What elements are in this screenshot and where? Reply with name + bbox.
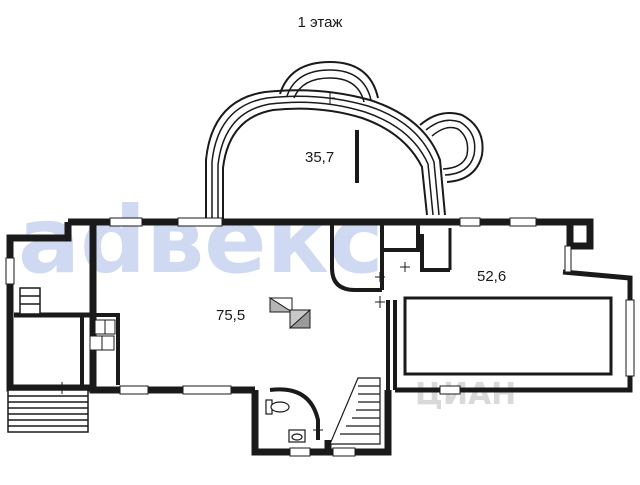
area-main-hall: 75,5 — [216, 307, 245, 324]
column-icon — [268, 297, 312, 330]
watermark-sub: ЦИАН — [415, 377, 516, 412]
toilet-icon — [265, 399, 290, 415]
fixture-icons — [57, 92, 410, 436]
area-pool-hall: 52,6 — [477, 268, 506, 285]
stairs-center — [329, 377, 381, 445]
windows — [5, 217, 635, 457]
watermark-brand: аdвекс — [18, 187, 384, 294]
terrace-outline — [205, 60, 484, 220]
pool — [403, 296, 613, 376]
area-terrace: 35,7 — [305, 149, 334, 166]
floor-title: 1 этаж — [297, 14, 343, 31]
stairs-left — [7, 287, 89, 433]
sink-icon — [288, 429, 306, 443]
